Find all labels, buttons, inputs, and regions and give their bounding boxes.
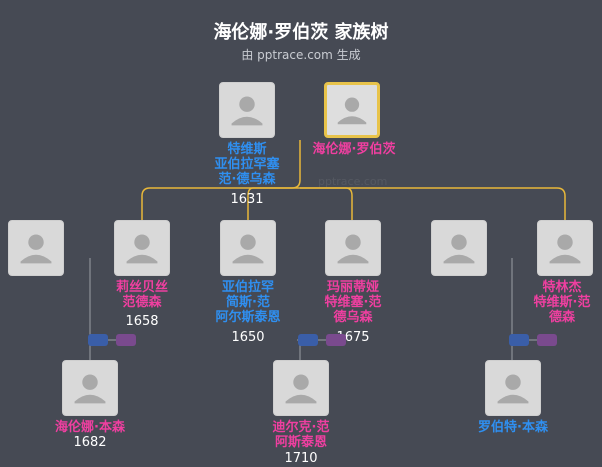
- person-card-spouse-lisbeth[interactable]: [8, 220, 64, 276]
- person-year-helena-bensen: 1682: [73, 435, 107, 450]
- person-name-father: 特维斯 亚伯拉罕塞 范·德乌森: [214, 142, 280, 187]
- person-card-tryntje[interactable]: [537, 220, 593, 276]
- person-silhouette-icon: [497, 374, 529, 404]
- person-card-helena-bensen[interactable]: [62, 360, 118, 416]
- relationship-badge: [298, 334, 318, 346]
- person-name-dirk: 迪尔克·范 阿斯泰恩: [272, 420, 330, 450]
- person-card-dirk[interactable]: [273, 360, 329, 416]
- relationship-badge: [88, 334, 108, 346]
- relationship-badge: [116, 334, 136, 346]
- connector-to-abraham: [247, 187, 300, 220]
- person-card-abraham[interactable]: [220, 220, 276, 276]
- person-silhouette-icon: [337, 97, 367, 125]
- person-year-dirk: 1710: [284, 451, 318, 466]
- person-silhouette-icon: [20, 234, 52, 264]
- relationship-badge: [537, 334, 557, 346]
- person-silhouette-icon: [549, 234, 581, 264]
- person-card-spouse-tryntje[interactable]: [431, 220, 487, 276]
- person-silhouette-icon: [74, 374, 106, 404]
- person-silhouette-icon: [285, 374, 317, 404]
- person-name-helena-bensen: 海伦娜·本森: [55, 420, 125, 435]
- person-silhouette-icon: [443, 234, 475, 264]
- person-name-helena-focus: 海伦娜·罗伯茨: [312, 142, 396, 157]
- connector-to-maritje: [300, 187, 353, 220]
- person-silhouette-icon: [126, 234, 158, 264]
- person-name-lisbeth: 莉丝贝丝 范德森: [115, 280, 168, 310]
- relationship-badge: [509, 334, 529, 346]
- person-name-maritje: 玛丽蒂娅 特维塞·范 德乌森: [324, 280, 382, 325]
- connector-to-tryntje: [300, 187, 566, 220]
- page-title: 海伦娜·罗伯茨 家族树: [213, 22, 389, 43]
- page-subtitle: 由 pptrace.com 生成: [241, 48, 361, 62]
- person-silhouette-icon: [232, 234, 264, 264]
- person-name-abraham: 亚伯拉罕 简斯·范 阿尔斯泰恩: [215, 280, 281, 325]
- person-year-abraham: 1650: [231, 330, 265, 345]
- person-silhouette-icon: [231, 96, 263, 126]
- person-name-tryntje: 特林杰 特维斯·范 德森: [533, 280, 591, 325]
- watermark-text: pptrace.com: [318, 175, 388, 188]
- person-silhouette-icon: [337, 234, 369, 264]
- person-year-lisbeth: 1658: [125, 314, 159, 329]
- person-card-maritje[interactable]: [325, 220, 381, 276]
- person-card-robert[interactable]: [485, 360, 541, 416]
- connector-to-lisbeth: [141, 140, 301, 220]
- person-card-father[interactable]: [219, 82, 275, 138]
- relationship-badge: [326, 334, 346, 346]
- person-year-father: 1631: [230, 192, 264, 207]
- person-card-lisbeth[interactable]: [114, 220, 170, 276]
- person-name-robert: 罗伯特·本森: [478, 420, 548, 435]
- person-card-helena-focus[interactable]: [324, 82, 380, 138]
